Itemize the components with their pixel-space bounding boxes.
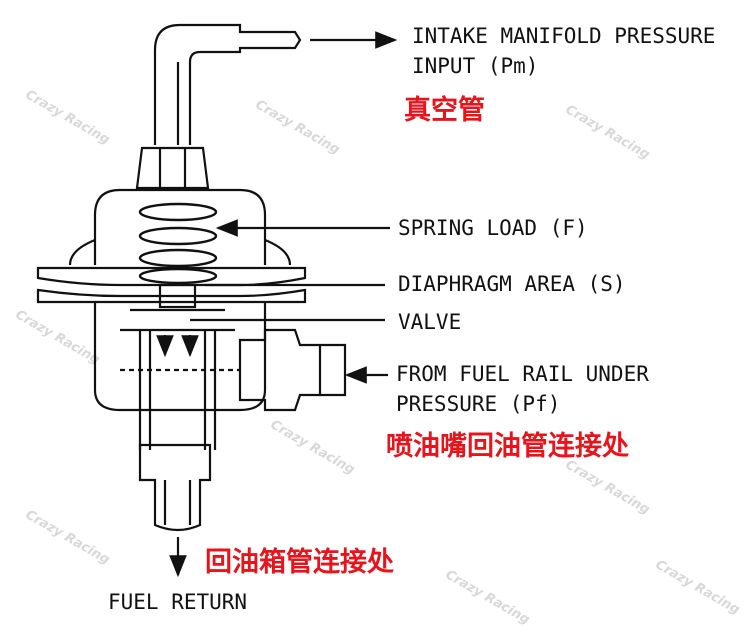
intake-cn-label: 真空管 xyxy=(404,95,485,126)
fuel-rail-cn-label: 喷油嘴回油管连接处 xyxy=(386,431,629,462)
top-hex-fitting xyxy=(135,146,210,190)
intake-label-2: INPUT (Pm) xyxy=(412,54,539,78)
valve-label: VALVE xyxy=(398,310,462,334)
fuel-rail-label-2: PRESSURE (Pf) xyxy=(396,392,561,416)
spring xyxy=(138,202,218,285)
fuel-rail-label: FROM FUEL RAIL UNDER xyxy=(396,362,649,386)
valve xyxy=(158,283,197,309)
bottom-fitting xyxy=(138,443,212,532)
vacuum-elbow xyxy=(153,23,302,145)
lower-body xyxy=(93,302,267,412)
upper-dome xyxy=(93,188,267,265)
diaphragm-label: DIAPHRAGM AREA (S) xyxy=(398,272,626,296)
return-cn-label: 回油箱管连接处 xyxy=(205,547,394,578)
intake-label: INTAKE MANIFOLD PRESSURE xyxy=(412,24,716,48)
spring-label: SPRING LOAD (F) xyxy=(398,216,588,240)
side-fitting xyxy=(238,328,347,412)
fuel-return-label: FUEL RETURN xyxy=(108,590,248,614)
